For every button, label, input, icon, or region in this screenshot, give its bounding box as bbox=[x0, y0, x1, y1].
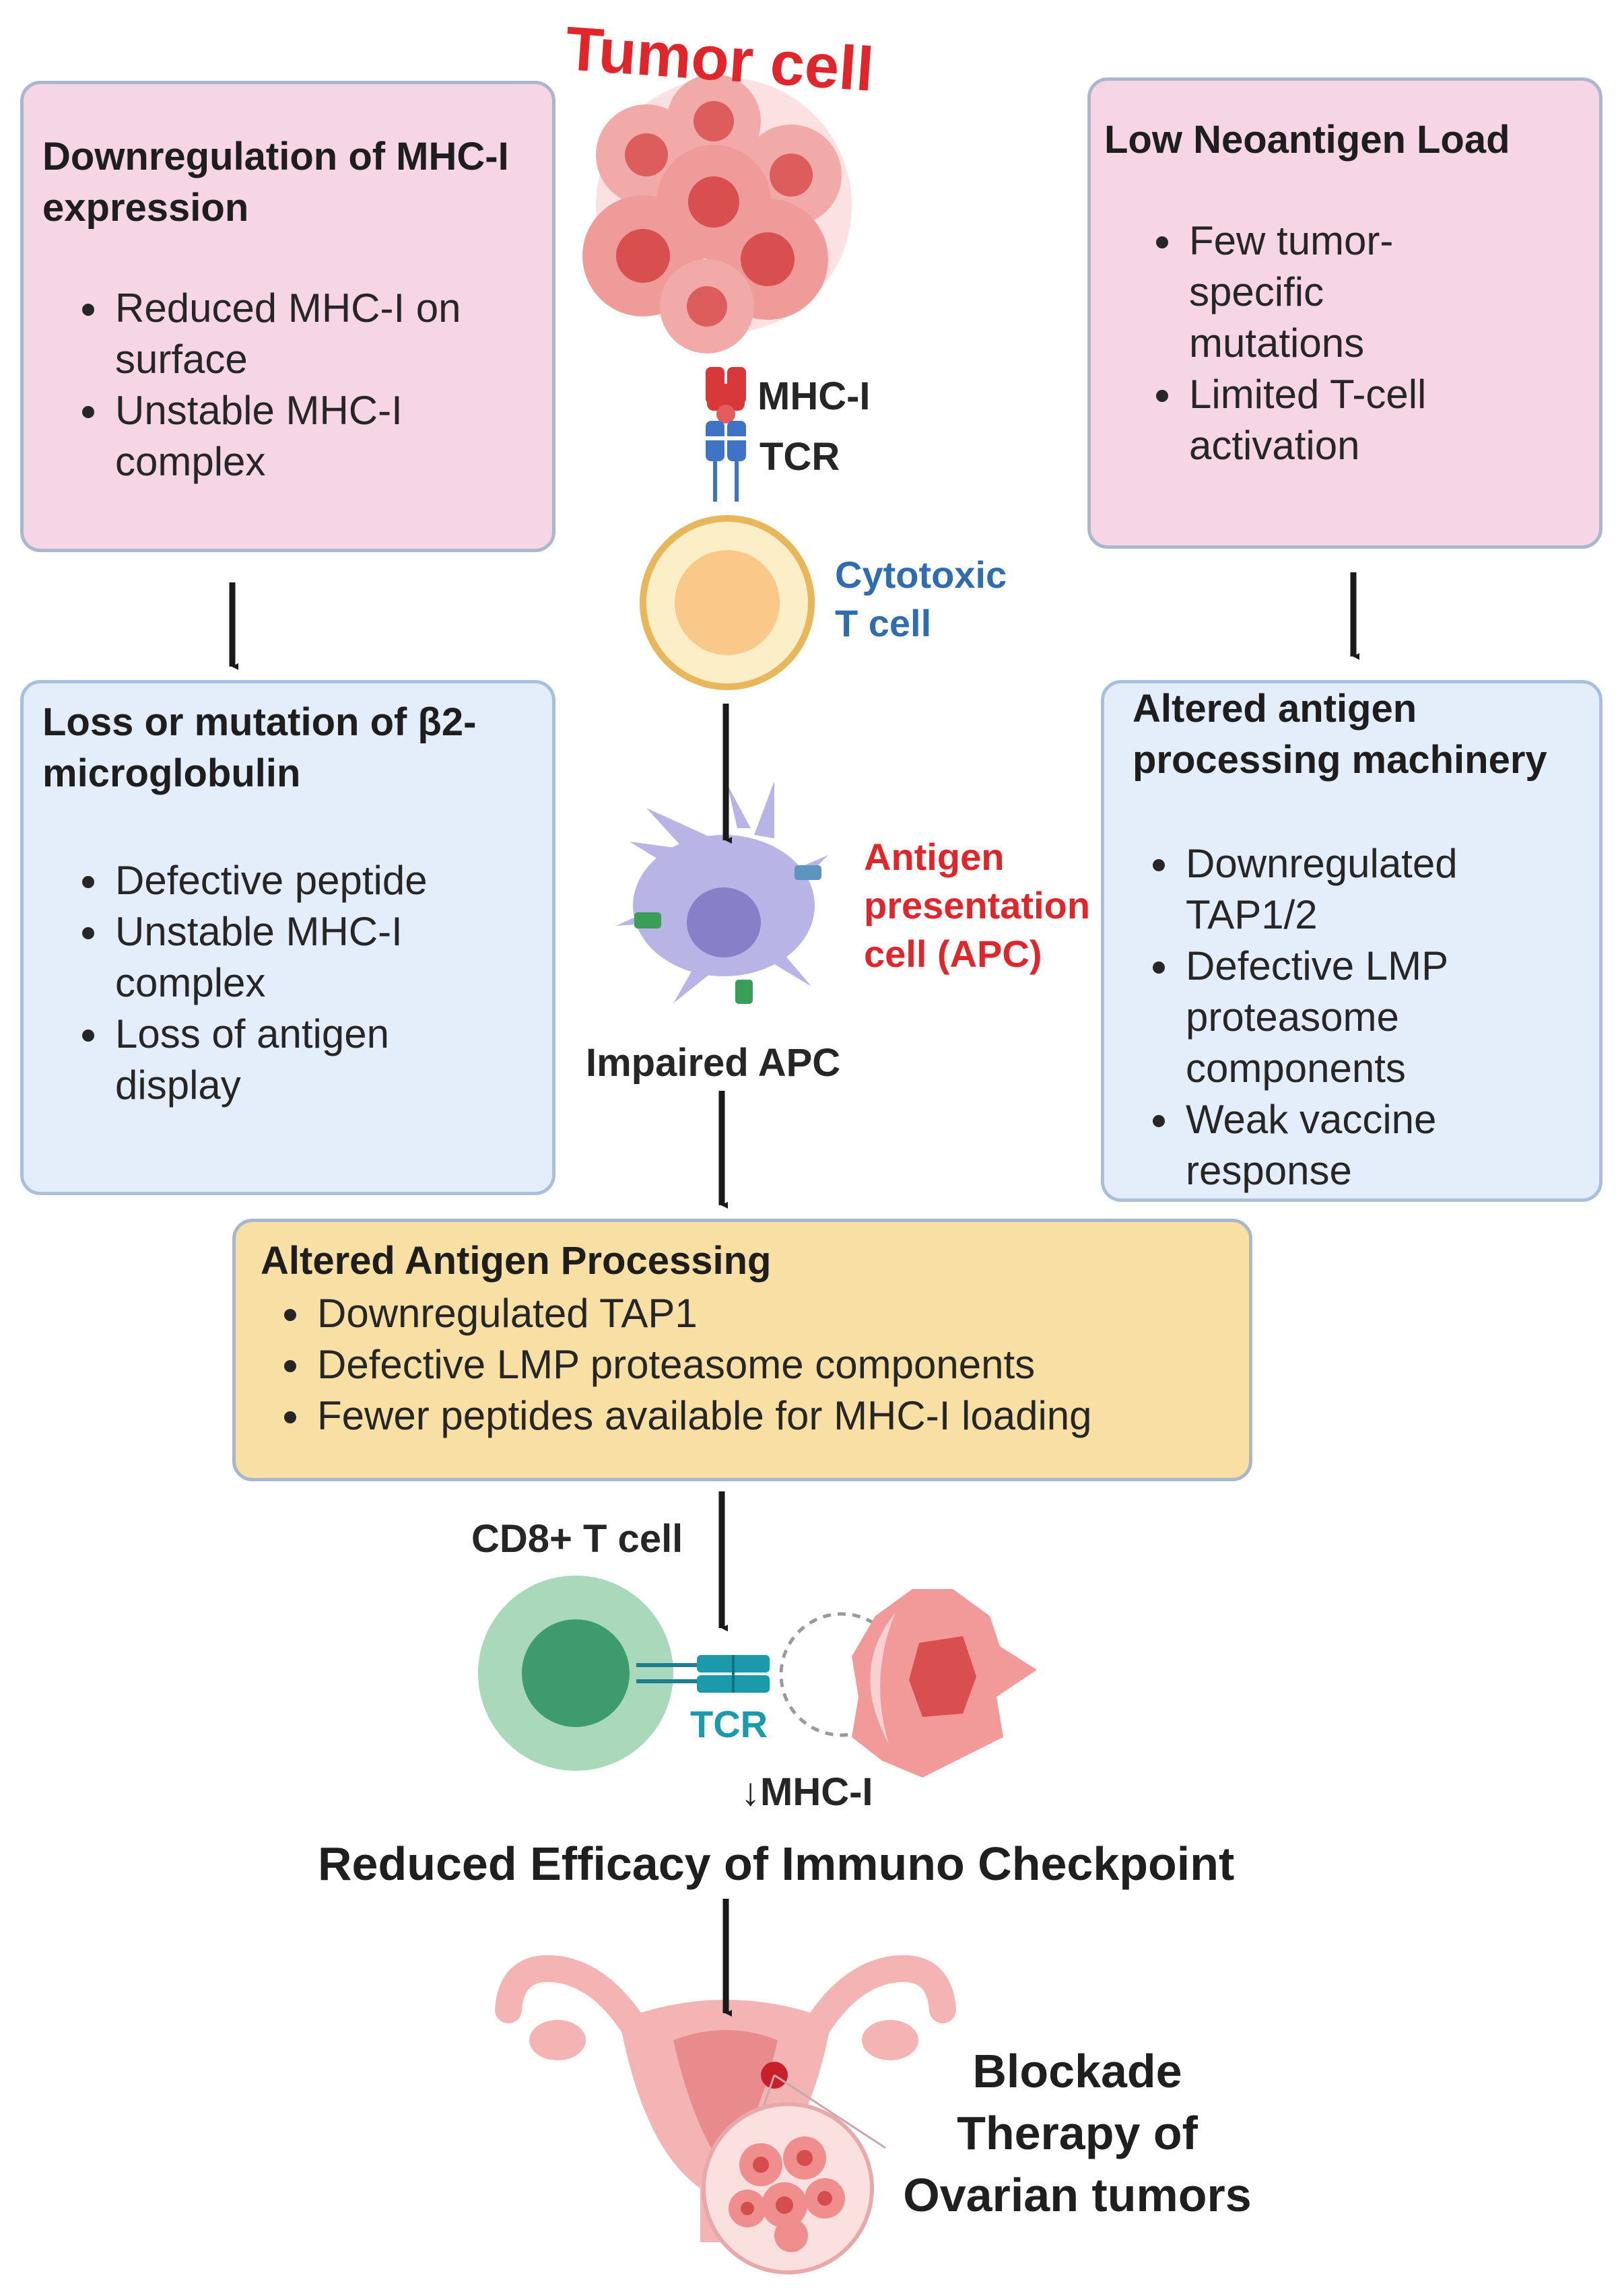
apc-cell-icon bbox=[616, 781, 828, 1004]
b2m-loss-title: Loss or mutation of β2- microglobulin bbox=[42, 697, 476, 799]
title-line: Loss or mutation of β2- bbox=[42, 700, 477, 744]
title-line: processing machinery bbox=[1133, 738, 1547, 782]
processing-machinery-box: Altered antigen processing machinery Dow… bbox=[1101, 680, 1602, 1202]
mhc-label: MHC-I bbox=[757, 374, 871, 418]
impaired-apc-label: Impaired APC bbox=[586, 1041, 841, 1085]
cytotoxic-t-cell-icon bbox=[640, 515, 815, 690]
tcr-label: TCR bbox=[760, 435, 840, 479]
apc-line-3: cell (APC) bbox=[864, 933, 1042, 975]
list-item: Defective peptide bbox=[111, 855, 428, 906]
title-line: Low Neoantigen Load bbox=[1104, 118, 1510, 162]
cytotoxic-t-cell-label: Cytotoxic T cell bbox=[835, 551, 1007, 648]
uterus-ovary-icon bbox=[495, 1955, 956, 2274]
list-item: Fewer peptides available for MHC-I loadi… bbox=[313, 1390, 1092, 1442]
blockade-line-1: Blockade bbox=[972, 2045, 1182, 2097]
mhc-tcr-receptor-icon bbox=[706, 367, 746, 502]
altered-antigen-processing-list: Downregulated TAP1 Defective LMP proteas… bbox=[266, 1288, 1092, 1442]
title-line: microglobulin bbox=[42, 751, 301, 795]
title-line: Downregulation of MHC-I bbox=[42, 135, 509, 178]
reduced-efficacy-label: Reduced Efficacy of Immuno Checkpoint bbox=[318, 1837, 1235, 1890]
blockade-line-3: Ovarian tumors bbox=[903, 2169, 1252, 2221]
cytotoxic-line-2: T cell bbox=[835, 602, 932, 644]
altered-antigen-processing-title: Altered Antigen Processing bbox=[261, 1236, 771, 1287]
cd8-t-cell-icon bbox=[478, 1576, 673, 1771]
cytotoxic-line-1: Cytotoxic bbox=[835, 553, 1007, 596]
altered-antigen-processing-box: Altered Antigen Processing Downregulated… bbox=[232, 1219, 1252, 1481]
mhc-down-label: ↓MHC-I bbox=[741, 1770, 873, 1814]
title-line: expression bbox=[42, 186, 249, 230]
low-neoantigen-box: Low Neoantigen Load Few tumor-specificmu… bbox=[1087, 77, 1602, 549]
list-item: Defective LMP proteasome components bbox=[313, 1339, 1092, 1390]
blockade-therapy-label: Blockade Therapy of Ovarian tumors bbox=[889, 2040, 1266, 2226]
tcr-connector-icon bbox=[636, 1655, 770, 1693]
b2m-loss-list: Defective peptide Unstable MHC-Icomplex … bbox=[64, 855, 428, 1111]
b2m-loss-box: Loss or mutation of β2- microglobulin De… bbox=[20, 680, 555, 1195]
tumor-cell-icon bbox=[779, 1589, 1037, 1778]
low-neoantigen-title: Low Neoantigen Load bbox=[1104, 114, 1510, 166]
title-line: Altered antigen bbox=[1133, 687, 1417, 731]
processing-machinery-title: Altered antigen processing machinery bbox=[1133, 683, 1547, 786]
blockade-line-2: Therapy of bbox=[957, 2107, 1198, 2159]
tcr-bottom-label: TCR bbox=[690, 1703, 768, 1745]
mhc-downregulation-title: Downregulation of MHC-I expression bbox=[42, 131, 509, 234]
apc-line-1: Antigen bbox=[864, 836, 1005, 878]
list-item: Downregulated TAP1 bbox=[313, 1288, 1092, 1339]
title-line: Altered Antigen Processing bbox=[261, 1239, 772, 1283]
apc-line-2: presentation bbox=[864, 884, 1091, 926]
mhc-downregulation-box: Downregulation of MHC-I expression Reduc… bbox=[20, 81, 555, 552]
cd8-t-cell-label: CD8+ T cell bbox=[471, 1517, 683, 1561]
tumor-cell-cluster-icon bbox=[582, 74, 852, 353]
apc-label: Antigen presentation cell (APC) bbox=[864, 833, 1090, 978]
